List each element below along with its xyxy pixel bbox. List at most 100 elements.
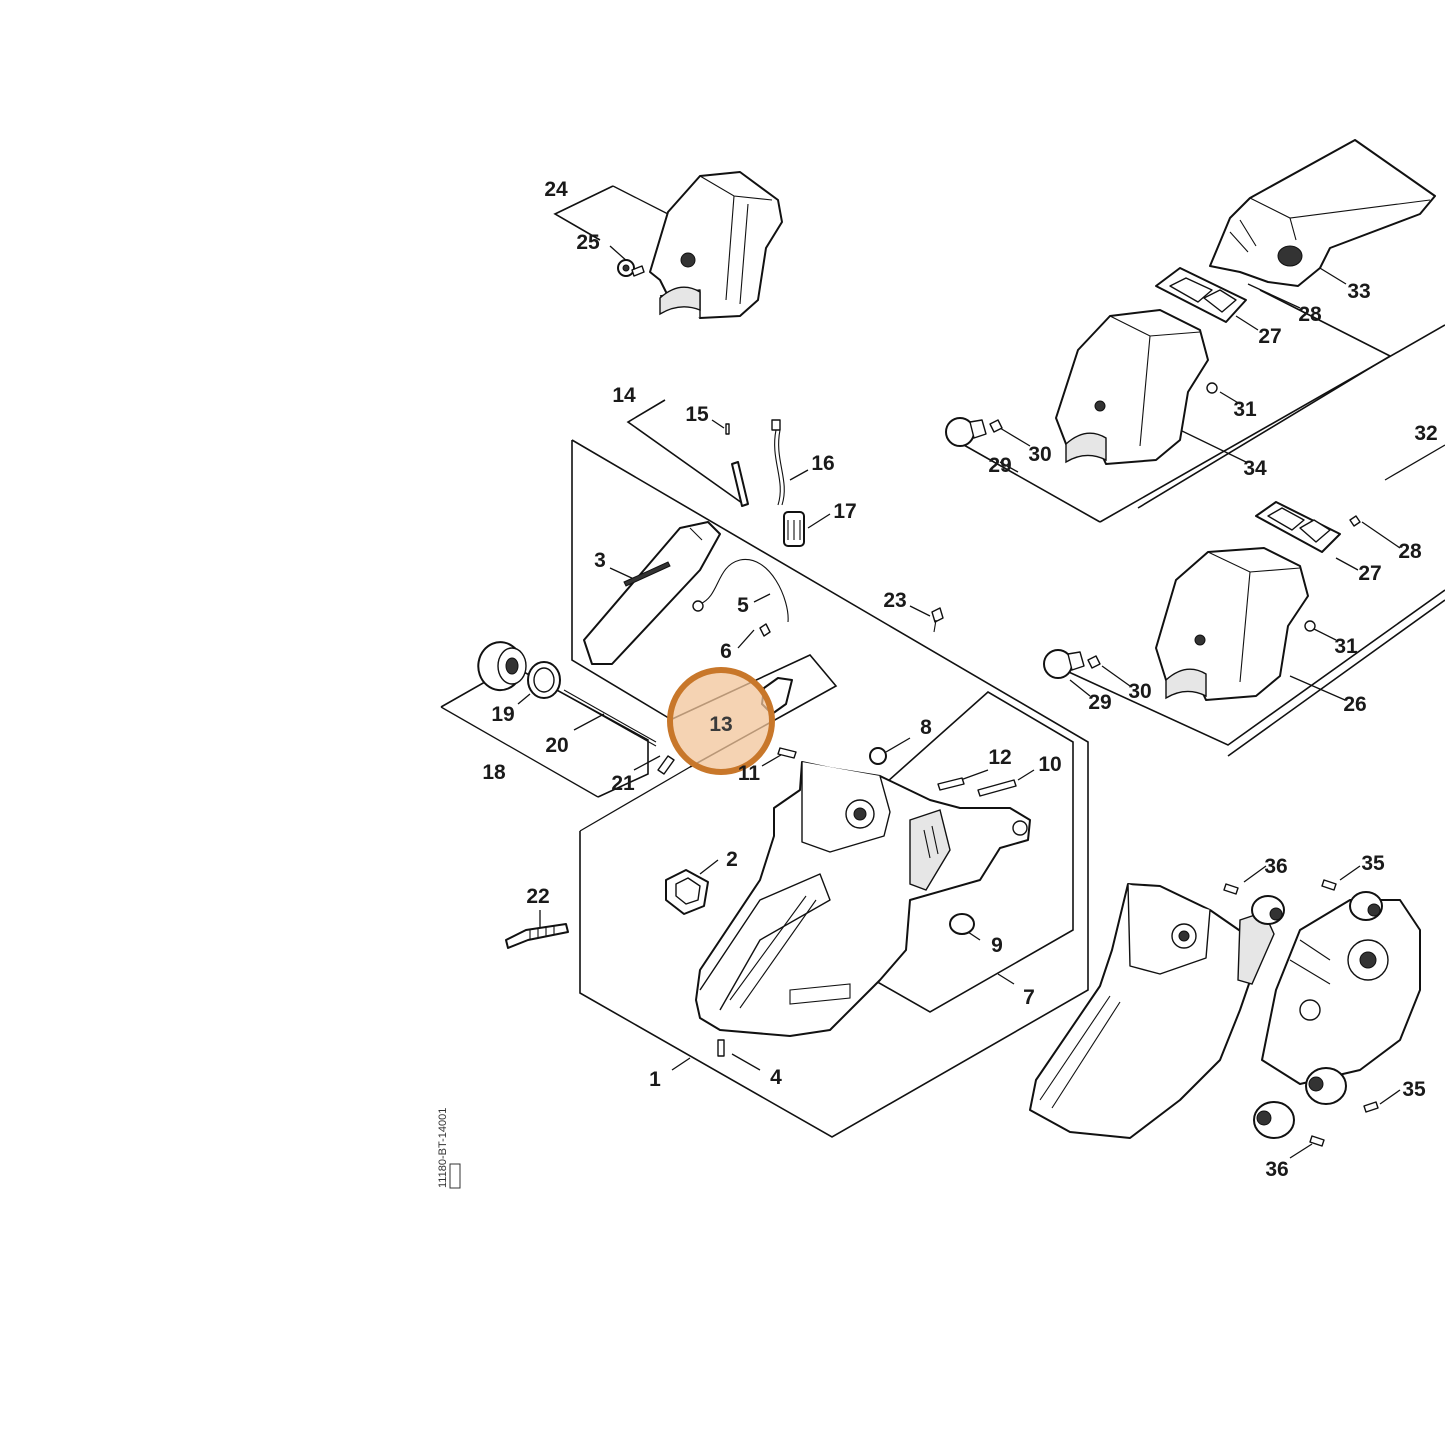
part-9-buffer [949,913,975,935]
drawing-code-text: 11180-BT-14001 [437,1108,449,1188]
bracket-24-25 [553,185,614,241]
part-6-screw [759,623,771,637]
callout-7[interactable]: 7 [1023,986,1035,1009]
callout-35-top[interactable]: 35 [1361,852,1385,875]
leader-lines [517,245,1401,1159]
callout-11[interactable]: 11 [738,762,761,785]
callout-30-top[interactable]: 30 [1028,443,1051,466]
box-32-left [954,439,1101,523]
box-34 [1137,355,1391,509]
part-29-cap-lower [1043,649,1085,679]
part-34-carb-cover [1055,309,1209,465]
box-main-link [579,766,691,832]
callout-22[interactable]: 22 [526,885,549,908]
callout-2[interactable]: 2 [726,848,738,871]
part-21-clip [657,755,675,775]
callout-14[interactable]: 14 [612,384,636,407]
box-33-28 [1259,289,1391,357]
callout-35-bottom[interactable]: 35 [1402,1078,1426,1101]
drawing-code: 11180-BT-14001 [437,1108,449,1188]
callout-labels: 1 2 3 4 5 6 7 8 9 10 11 12 14 15 16 17 1… [482,178,1437,1181]
part-25-screw [617,259,645,277]
callout-9[interactable]: 9 [991,934,1003,957]
callout-15[interactable]: 15 [685,403,709,426]
part-20-rod [563,689,657,747]
part-36-buffer-top [1223,883,1285,925]
part-29-cap-top [945,417,987,447]
callout-21[interactable]: 21 [611,772,635,795]
callout-12[interactable]: 12 [988,746,1011,769]
part-24-top-cover [649,171,783,319]
group-brackets [440,185,1445,1138]
callout-30-lower[interactable]: 30 [1128,680,1151,703]
callout-25[interactable]: 25 [576,231,600,254]
leader-24 [612,185,669,215]
leader-32 [1384,444,1445,481]
callout-36-bottom[interactable]: 36 [1265,1158,1288,1181]
part-5-cable [692,559,789,623]
callout-4[interactable]: 4 [770,1066,782,1089]
highlight-label[interactable]: 13 [709,713,732,736]
box-main-upper-left [571,440,673,721]
box-7-8 [859,691,1074,1013]
part-30-screw-lower [1087,655,1101,669]
part-14-rod [731,461,749,507]
callout-26[interactable]: 26 [1343,693,1366,716]
part-33-airbox [1209,139,1436,287]
callout-34[interactable]: 34 [1243,457,1267,480]
part-23-screw [931,607,944,633]
part-4-screw [717,1039,725,1057]
callout-33[interactable]: 33 [1347,280,1370,303]
callout-1[interactable]: 1 [649,1068,661,1091]
box-18-bottom [440,706,599,798]
highlight-circle[interactable] [667,667,775,775]
callout-8[interactable]: 8 [920,716,932,739]
callout-29-lower[interactable]: 29 [1088,691,1111,714]
callout-36-top[interactable]: 36 [1264,855,1287,878]
part-2-gasket [665,869,709,915]
part-31-nut-lower [1304,620,1316,632]
box-main-top [571,439,1089,930]
part-19-oil-cap [477,641,561,699]
callout-16[interactable]: 16 [811,452,834,475]
callout-17[interactable]: 17 [833,500,856,523]
callout-10[interactable]: 10 [1038,753,1061,776]
part-22-spring-screw [505,923,569,949]
part-27-gasket-top [1155,267,1247,323]
callout-5[interactable]: 5 [737,594,749,617]
callout-31-top[interactable]: 31 [1233,398,1257,421]
part-36-buffer-bottom [1253,1101,1325,1147]
part-16-hose [771,419,785,506]
box-main-lower [579,831,1089,1138]
callout-28-lower[interactable]: 28 [1398,540,1422,563]
part-17-fuel-filter [783,511,805,547]
callout-32[interactable]: 32 [1414,422,1437,445]
part-8-nut [869,747,887,765]
part-28-pin-lower [1349,515,1361,527]
callout-23[interactable]: 23 [883,589,906,612]
callout-27-lower[interactable]: 27 [1358,562,1381,585]
part-11-pin [777,747,797,759]
part-31-nut-top [1206,382,1218,394]
callout-31-lower[interactable]: 31 [1334,635,1358,658]
part-30-screw-top [989,419,1003,433]
callout-29-top[interactable]: 29 [988,454,1011,477]
callout-28-top[interactable]: 28 [1298,303,1322,326]
part-26-carb-cover-lower [1155,547,1309,701]
box-26 [1059,589,1445,746]
callout-18[interactable]: 18 [482,761,506,784]
bracket-14-15 [626,399,743,504]
callout-19[interactable]: 19 [491,703,514,726]
part-10-screw [977,779,1017,797]
crankcase-assembly-right [1029,883,1421,1139]
box-26-lower [1227,599,1445,757]
callout-24[interactable]: 24 [544,178,568,201]
drawing-code-box [449,1163,461,1189]
callout-20[interactable]: 20 [545,734,568,757]
part-12-screw [937,777,965,791]
callout-3[interactable]: 3 [594,549,606,572]
callout-6[interactable]: 6 [720,640,732,663]
part-1-crankcase-housing [695,761,1031,1037]
callout-27-top[interactable]: 27 [1258,325,1281,348]
